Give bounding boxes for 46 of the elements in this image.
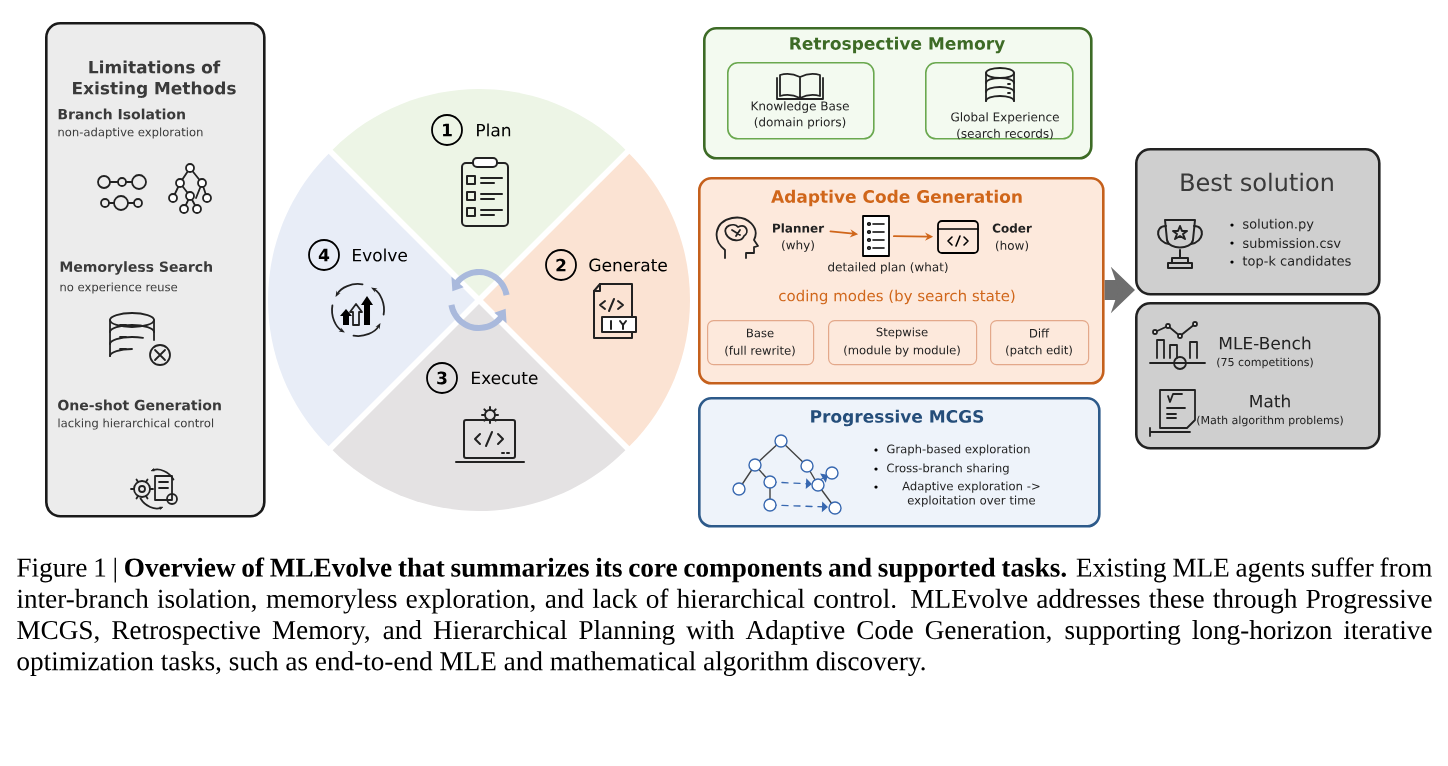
description: lacking hierarchical control: [58, 418, 214, 430]
panel-title: Progressive MCGS: [811, 409, 984, 427]
mode-title: Base: [747, 328, 774, 338]
bullet-item: Adaptive exploration -> exploitation over time: [874, 481, 1040, 507]
step-number: 3: [426, 362, 458, 394]
mode-subtitle: (full rewrite): [725, 345, 795, 357]
panel-title: Retrospective Memory: [790, 36, 1005, 54]
bullet-item: submission.csv: [1230, 237, 1341, 249]
description: no experience reuse: [60, 282, 178, 294]
caption-label: detailed plan (what): [828, 262, 948, 274]
benchmark-name: Math: [1250, 394, 1290, 408]
mode-title: Stepwise: [876, 327, 928, 339]
role-label: (why): [782, 240, 814, 252]
card-title: Knowledge Base: [751, 101, 849, 113]
benchmark-description: (Math algorithm problems): [1197, 415, 1343, 427]
step-number: 4: [308, 239, 340, 271]
bullet-item: solution.py: [1230, 218, 1314, 232]
card-subtitle: (domain priors): [754, 117, 846, 129]
bullet-item: Cross-branch sharing: [874, 463, 1009, 475]
bullet-item: top-k candidates: [1230, 255, 1351, 269]
description: non-adaptive exploration: [58, 127, 203, 139]
step-label: Plan: [477, 123, 511, 137]
mode-subtitle: (module by module): [844, 345, 960, 357]
card-subtitle: (search records): [957, 128, 1053, 140]
panel-title: Adaptive Code Generation: [771, 189, 1022, 207]
step-label: Generate: [589, 258, 667, 272]
step-label: Execute: [472, 371, 538, 385]
step-number: 2: [545, 249, 577, 281]
panel-title: Limitations of Existing Methods: [73, 60, 236, 98]
step-number: 1: [431, 114, 463, 146]
benchmark-description: (75 competitions): [1217, 357, 1313, 369]
heading: One-shot Generation: [58, 399, 221, 411]
section-label: coding modes (by search state): [779, 289, 1015, 305]
card-title: Global Experience: [951, 112, 1059, 124]
role-label: Coder: [992, 223, 1032, 233]
role-label: (how): [996, 240, 1029, 252]
heading: Branch Isolation: [58, 108, 185, 120]
role-label: Planner: [773, 223, 825, 233]
heading: Memoryless Search: [60, 261, 212, 275]
figure-caption: Figure 1 | Overview of MLEvolve that summarizes its core components and supported tasks. Existing MLE agents suffer from inter-branch isolation, memoryless exploration, and lack of hierarchical control. MLEvolve addresses these through Progressive MCGS, Retrospective Memory, and Hierarchical Planning with Adaptive Code Generation, supporting long-horizon iterative optimization tasks, such as end-to-end MLE and mathematical algorithm discovery.: [17, 557, 1432, 676]
step-label: Evolve: [353, 248, 407, 262]
benchmark-name: MLE-Bench: [1219, 336, 1311, 350]
mode-title: Diff: [1030, 328, 1050, 338]
bullet-item: Graph-based exploration: [874, 444, 1030, 456]
mode-subtitle: (patch edit): [1006, 345, 1072, 357]
panel-title: Best solution: [1181, 172, 1333, 192]
